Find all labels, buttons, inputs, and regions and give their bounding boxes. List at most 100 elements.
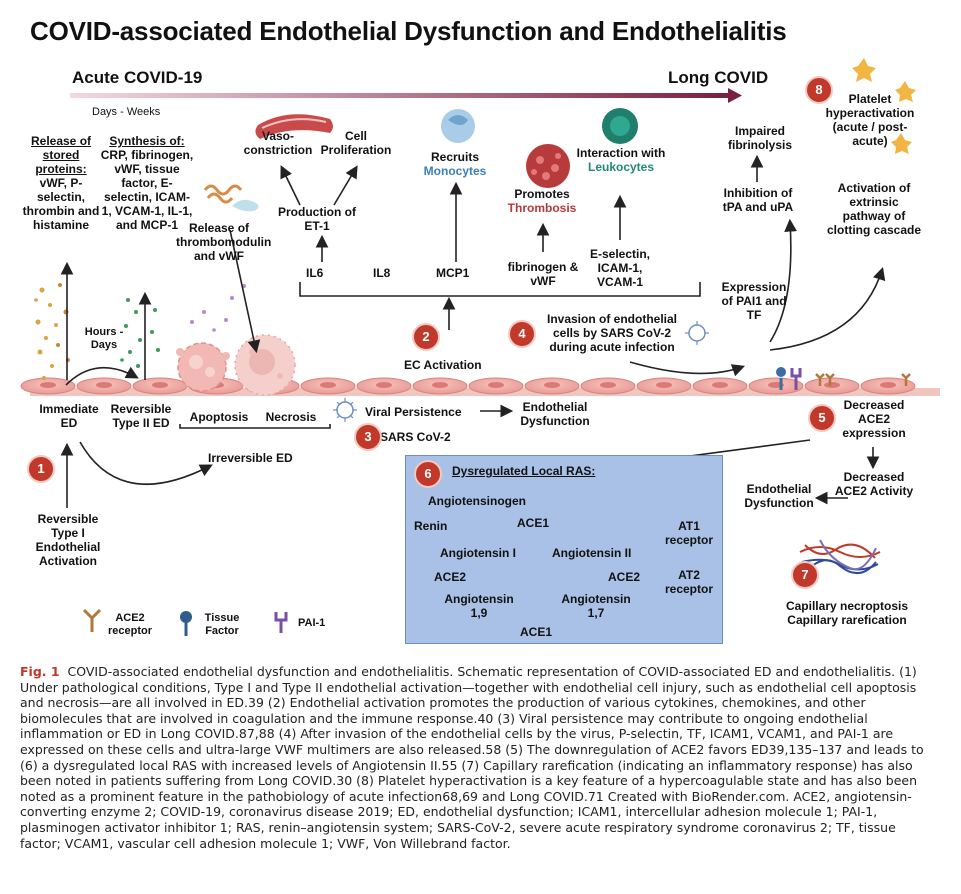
- invasion-label: Invasion of endothelial cells by SARS Co…: [546, 312, 677, 354]
- ras-renin: Renin: [414, 519, 448, 533]
- platelet-label: Platelet hyperactivation (acute / post-a…: [825, 92, 915, 148]
- legend-tissue-factor-icon: [180, 611, 192, 636]
- eselectin-label: E-selectin, ICAM-1, VCAM-1: [589, 247, 651, 289]
- necrosis-label: Necrosis: [265, 410, 317, 424]
- ras-at1-receptor: AT1 receptor: [664, 519, 714, 547]
- ras-angiotensin-1: Angiotensin I: [440, 546, 516, 560]
- necrotic-cell: [234, 334, 296, 396]
- legend-ace2-label: ACE2 receptor: [107, 612, 153, 637]
- endothelial-dysfunction-label: Endothelial Dysfunction: [520, 400, 590, 428]
- released-protein-dots: [34, 283, 246, 380]
- thrombosis-icon: [526, 144, 570, 188]
- ras-ace2-left: ACE2: [434, 570, 467, 584]
- figure-graphics: [20, 58, 940, 636]
- cell-proliferation-label: Cell Proliferation: [320, 129, 392, 157]
- vasoconstriction-label: Vaso-constriction: [243, 129, 313, 157]
- marker-8: 8: [805, 76, 833, 104]
- ras-ace1-bottom: ACE1: [520, 625, 553, 639]
- cell-nucleus: [600, 382, 616, 388]
- cell-nucleus: [96, 382, 112, 388]
- ec-activation-label: EC Activation: [404, 358, 482, 372]
- marker-1: 1: [27, 455, 55, 483]
- interaction-label: Interaction with: [576, 146, 666, 160]
- synthesis-items: CRP, fibrinogen, vWF, tissue factor, E-s…: [100, 148, 194, 232]
- cell-nucleus: [544, 382, 560, 388]
- release-thrombomodulin-label: Release of thrombomodulin and vWF: [176, 221, 272, 263]
- leukocytes-label: Leukocytes: [587, 160, 655, 174]
- figure-title: COVID-associated Endothelial Dysfunction…: [30, 16, 787, 46]
- cell-nucleus: [488, 382, 504, 388]
- capillary-network-icon: [799, 539, 881, 574]
- cell-nucleus: [432, 382, 448, 388]
- expression-label: Expression of PAI1 and TF: [721, 280, 787, 322]
- timeline-arrow: [70, 88, 742, 103]
- immediate-ed-label: Immediate ED: [39, 402, 99, 430]
- mcp1-label: MCP1: [436, 266, 470, 280]
- vessel-icon: [255, 114, 333, 139]
- platelet-icon: [852, 58, 916, 154]
- marker-6: 6: [414, 460, 442, 488]
- virus-icon: [333, 398, 357, 422]
- ras-angiotensinogen: Angiotensinogen: [428, 494, 526, 508]
- membrane-receptors: [776, 367, 911, 390]
- impaired-fibrinolysis-label: Impaired fibrinolysis: [727, 124, 792, 152]
- cell-nucleus: [824, 382, 840, 388]
- cell-nucleus: [880, 382, 896, 388]
- extrinsic-label: Activation of extrinsic pathway of clott…: [826, 181, 922, 237]
- hours-days-label: Hours - Days: [84, 326, 124, 351]
- reversible-type1-label: Reversible Type I Endothelial Activation: [35, 512, 101, 568]
- marker-3: 3: [354, 423, 382, 451]
- marker-7: 7: [791, 561, 819, 589]
- fibrinogen-label: fibrinogen & vWF: [507, 260, 579, 288]
- ras-angiotensin-19: Angiotensin 1,9: [444, 592, 514, 620]
- recruits-label: Recruits: [430, 150, 480, 164]
- il6-label: IL6: [306, 266, 324, 280]
- virus-icon: [685, 321, 709, 345]
- ras-ace2-right: ACE2: [608, 570, 641, 584]
- release-title: Release of stored proteins:: [30, 134, 92, 176]
- caption-text: COVID-associated endothelial dysfunction…: [20, 664, 924, 851]
- release-items: vWF, P-selectin, thrombin and histamine: [22, 176, 100, 232]
- inhibition-label: Inhibition of tPA and uPA: [722, 186, 794, 214]
- reversible-type2-label: Reversible Type II ED: [110, 402, 172, 430]
- ras-angiotensin-17: Angiotensin 1,7: [561, 592, 631, 620]
- figure-caption: Fig. 1 COVID-associated endothelial dysf…: [20, 664, 940, 851]
- caption-figure-label: Fig. 1: [20, 664, 60, 679]
- cell-nucleus: [40, 382, 56, 388]
- marker-4: 4: [508, 320, 536, 348]
- decreased-activity-label: Decreased ACE2 Activity: [834, 470, 914, 498]
- legend-tissue-factor-label: Tissue Factor: [204, 612, 240, 637]
- ras-ace1-top: ACE1: [517, 516, 550, 530]
- cell-nucleus: [656, 382, 672, 388]
- cell-nucleus: [320, 382, 336, 388]
- irreversible-ed-label: Irreversible ED: [208, 451, 293, 465]
- capillary-label: Capillary necroptosis Capillary rarefica…: [785, 599, 909, 627]
- ras-panel: [405, 455, 723, 644]
- monocyte-icon: [441, 109, 475, 143]
- ras-title: Dysregulated Local RAS:: [452, 464, 596, 478]
- leukocyte-icon: [602, 108, 638, 144]
- timeline-duration: Days - Weeks: [92, 106, 161, 118]
- thrombomodulin-icon: [203, 184, 243, 204]
- cell-nucleus: [152, 382, 168, 388]
- monocytes-label: Monocytes: [423, 164, 487, 178]
- cell-nucleus: [712, 382, 728, 388]
- promotes-label: Promotes: [514, 187, 570, 201]
- il8-label: IL8: [373, 266, 391, 280]
- timeline-end-label: Long COVID: [668, 68, 769, 87]
- decreased-expression-label: Decreased ACE2 expression: [842, 398, 906, 440]
- marker-2: 2: [412, 323, 440, 351]
- timeline-start-label: Acute COVID-19: [72, 68, 203, 87]
- legend-pai-icon: [274, 612, 288, 633]
- production-et1-label: Production of ET-1: [278, 205, 356, 233]
- thrombosis-label: Thrombosis: [507, 201, 577, 215]
- sars-label: SARS CoV-2: [380, 430, 451, 444]
- ras-at2-receptor: AT2 receptor: [664, 568, 714, 596]
- vwf-icon: [232, 199, 259, 212]
- viral-persistence-label: Viral Persistence: [365, 405, 462, 419]
- synthesis-title: Synthesis of:: [109, 134, 185, 148]
- legend-pai-label: PAI-1: [298, 617, 326, 629]
- ras-angiotensin-2: Angiotensin II: [552, 546, 632, 560]
- marker-5: 5: [808, 404, 836, 432]
- legend-ace2-icon: [82, 608, 102, 632]
